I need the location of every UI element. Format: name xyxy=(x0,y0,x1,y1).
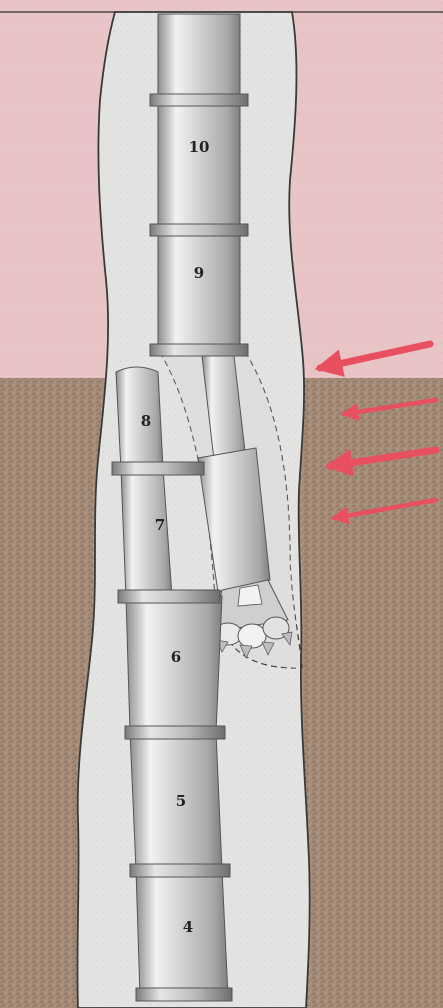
pipe-segment-9-body xyxy=(158,230,240,350)
upper-pipe-string: 10 9 xyxy=(150,14,248,356)
pipe-collar xyxy=(130,864,230,877)
segment-label-5: 5 xyxy=(176,792,186,810)
pipe-segment-10-body xyxy=(158,100,240,230)
segment-label-10: 10 xyxy=(189,138,210,156)
pipe-segment-8 xyxy=(116,367,163,470)
pipe-collar xyxy=(150,344,248,356)
segment-label-9: 9 xyxy=(194,264,204,282)
pipe-collar xyxy=(150,94,248,106)
pipe-collar xyxy=(125,726,225,739)
pipe-collar xyxy=(118,590,220,603)
pipe-collar xyxy=(112,462,204,475)
segment-label-6: 6 xyxy=(171,648,181,666)
pipe-collar xyxy=(136,988,232,1001)
segment-label-8: 8 xyxy=(141,412,151,430)
segment-label-4: 4 xyxy=(183,918,193,936)
segment-label-7: 7 xyxy=(155,516,165,534)
pipe-segment-10 xyxy=(158,14,240,100)
pipe-collar xyxy=(150,224,248,236)
